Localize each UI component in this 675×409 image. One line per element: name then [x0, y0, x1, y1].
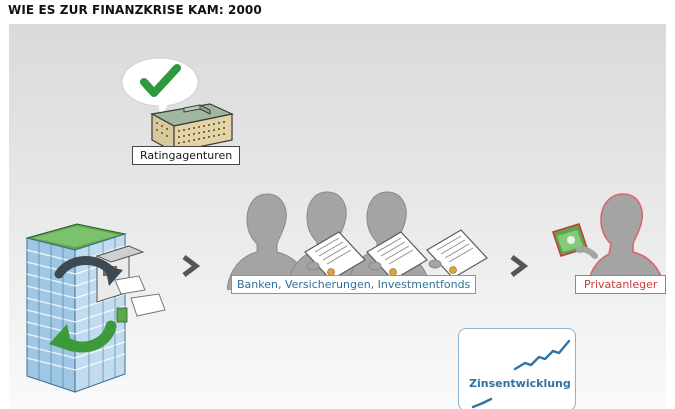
investor-illustration [551, 193, 666, 290]
banker-silhouette-icon [227, 193, 312, 290]
document-icon [304, 231, 366, 281]
page-title: WIE ES ZUR FINANZKRISE KAM: 2000 [8, 3, 262, 17]
interest-development-card: Zinsentwicklung [458, 328, 576, 409]
check-icon [140, 64, 181, 97]
rating-building-icon [150, 103, 234, 154]
chevron-right-icon [182, 255, 201, 277]
banker-hands [306, 259, 442, 271]
private-investor-label: Privatanleger [575, 275, 666, 294]
banks-label: Banken, Versicherungen, Investmentfonds [231, 275, 477, 294]
money-stack-illustration [25, 223, 166, 393]
infographic-stage: Ratingagenturen [9, 24, 666, 409]
bankers-illustration [227, 191, 488, 290]
chevron-right-icon [510, 255, 529, 277]
document-icon [426, 229, 488, 279]
rating-agency-illustration [121, 57, 234, 154]
interest-chart-icon [471, 339, 571, 409]
money-bundle-icon [551, 223, 598, 259]
document-icon [366, 231, 428, 281]
money-stack-icon [25, 223, 166, 393]
investor-silhouette-icon [586, 193, 666, 290]
interest-development-label: Zinsentwicklung [469, 377, 571, 390]
recycle-arrow-icon [49, 256, 123, 353]
rating-agencies-label: Ratingagenturen [132, 146, 241, 165]
